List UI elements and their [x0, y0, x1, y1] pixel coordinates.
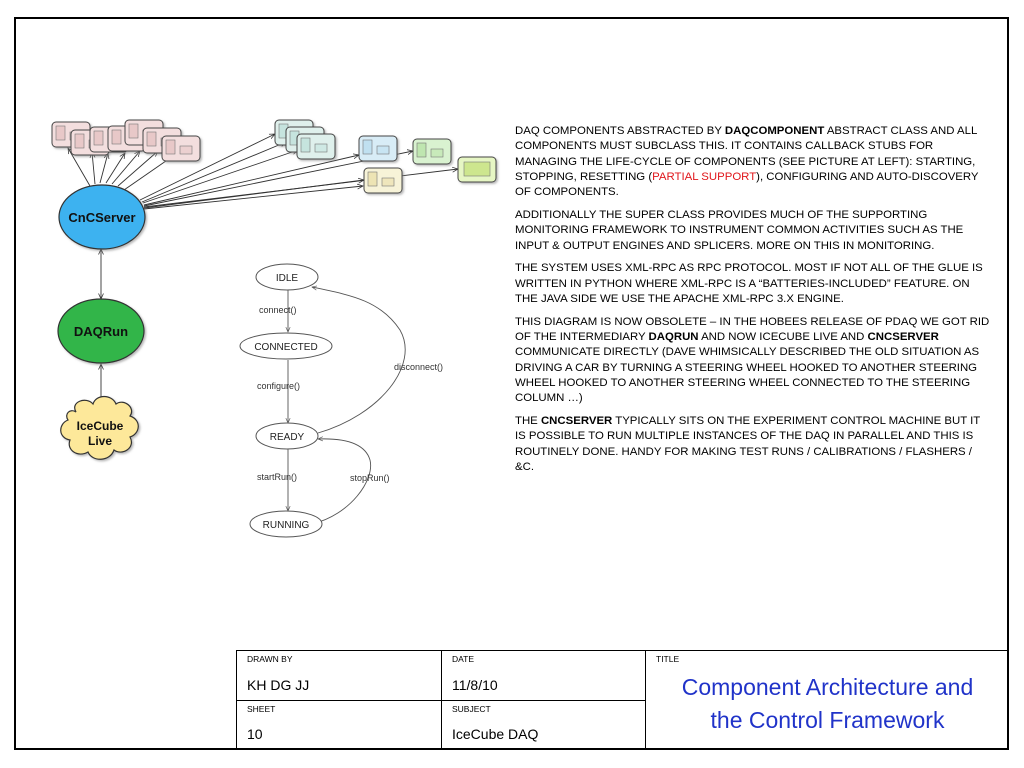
daqrun-label: DAQRun — [74, 324, 128, 339]
state-connected-label: CONNECTED — [254, 342, 317, 353]
transition-connect-label: connect() — [259, 305, 297, 315]
title-label: TITLE — [656, 654, 680, 664]
component-boxes — [51, 119, 497, 194]
partial-support-highlight: partial support — [652, 170, 757, 183]
transition-stoprun-label: stopRun() — [350, 473, 390, 483]
drawn-by-cell: DRAWN BY KH DG JJ — [237, 651, 442, 701]
state-ready — [255, 422, 319, 450]
component-box — [457, 156, 497, 183]
icecube-live-label-line1: IceCube — [77, 419, 124, 433]
date-cell: DATE 11/8/10 — [442, 651, 646, 701]
state-ready-label: READY — [270, 432, 305, 443]
sheet-label: SHEET — [247, 704, 276, 714]
transition-startrun-label: startRun() — [257, 472, 297, 482]
daqrun-node: DAQRun — [57, 298, 145, 364]
notes-text: DAQ components abstracted by DAQComponen… — [515, 124, 993, 483]
drawn-by-label: DRAWN BY — [247, 654, 293, 664]
title-block: DRAWN BY KH DG JJ DATE 11/8/10 SHEET 10 … — [236, 650, 1009, 750]
state-running — [249, 510, 323, 538]
component-box — [412, 138, 452, 165]
component-box — [363, 167, 403, 194]
title-cell: TITLE Component Architecture and the Con… — [646, 651, 1009, 750]
component-box — [358, 135, 398, 162]
date-value: 11/8/10 — [452, 677, 498, 693]
drawing-title-line2: the Control Framework — [710, 707, 945, 733]
note-paragraph-5: The CnCServer typically sits on the expe… — [515, 415, 981, 473]
component-box — [296, 133, 336, 160]
drawn-by-value: KH DG JJ — [247, 677, 310, 693]
date-label: DATE — [452, 654, 475, 664]
cncserver-label: CnCServer — [68, 210, 135, 225]
note-paragraph-4: This diagram is now obsolete – in the Ho… — [515, 315, 990, 405]
state-machine: IDLE CONNECTED READY RUNNING connect() c… — [239, 263, 443, 538]
subject-cell: SUBJECT IceCube DAQ — [442, 701, 646, 750]
icecube-live-cloud: IceCube Live — [60, 395, 139, 460]
subject-label: SUBJECT — [452, 704, 491, 714]
note-paragraph-1: DAQ components abstracted by DAQComponen… — [515, 125, 979, 199]
sheet-cell: SHEET 10 — [237, 701, 442, 750]
drawing-frame — [14, 17, 1009, 750]
drawing-title: Component Architecture and the Control F… — [646, 671, 1009, 737]
cncserver-node: CnCServer — [58, 184, 146, 250]
note-paragraph-2: Additionally the super class provides mu… — [515, 208, 964, 252]
subject-value: IceCube DAQ — [452, 726, 539, 742]
icecube-live-label-line2: Live — [88, 434, 112, 448]
component-box — [161, 135, 201, 162]
transition-configure-label: configure() — [257, 381, 300, 391]
state-connected — [239, 332, 333, 360]
state-running-label: RUNNING — [263, 520, 310, 531]
state-idle — [255, 263, 319, 291]
note-paragraph-3: The system uses XML-RPC as RPC protocol.… — [515, 262, 983, 305]
transition-disconnect-label: disconnect() — [394, 362, 443, 372]
state-idle-label: IDLE — [276, 273, 299, 284]
drawing-title-line1: Component Architecture and — [681, 674, 974, 700]
sheet-value: 10 — [247, 726, 263, 742]
